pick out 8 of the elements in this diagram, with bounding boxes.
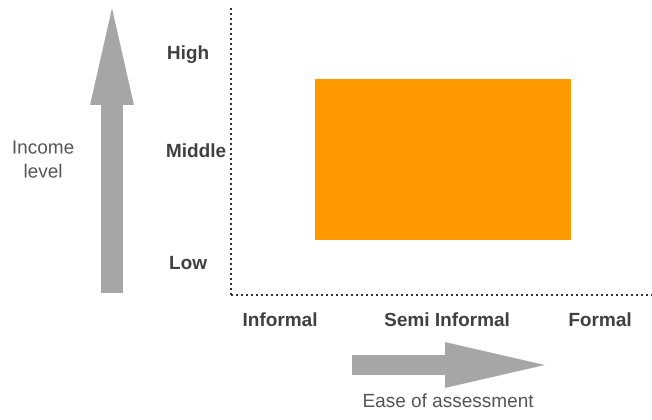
- axis-title: Ease of assessment: [362, 390, 534, 414]
- axis-title: Income level: [10, 136, 76, 184]
- axis-tick-label: Semi Informal: [384, 309, 510, 333]
- axis-tick-label: Middle: [166, 140, 226, 164]
- axis-tick-label: High: [166, 42, 210, 66]
- axis-tick-label: Low: [169, 252, 207, 276]
- axis-tick-label: Informal: [242, 309, 318, 333]
- axis-tick-label: Formal: [568, 309, 632, 333]
